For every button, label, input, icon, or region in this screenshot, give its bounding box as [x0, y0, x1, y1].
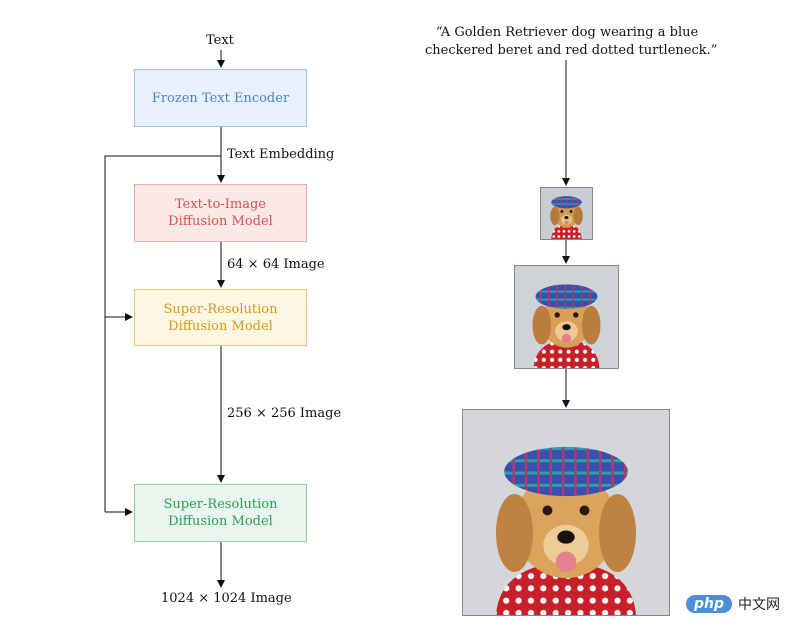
sr1-label-line1: Super-Resolution: [163, 301, 278, 317]
watermark: php 中文网: [686, 594, 780, 614]
resolution-1024-label: 1024 × 1024 Image: [161, 591, 292, 606]
frozen-text-encoder-label: Frozen Text Encoder: [151, 90, 290, 106]
super-resolution-box-2: Super-Resolution Diffusion Model: [134, 484, 307, 542]
watermark-text: 中文网: [738, 597, 781, 613]
prompt-line-2: checkered beret and red dotted turtlenec…: [425, 43, 718, 58]
sr2-label-line2: Diffusion Model: [168, 514, 273, 529]
resolution-64-label: 64 × 64 Image: [227, 257, 325, 272]
frozen-text-encoder-box: Frozen Text Encoder: [134, 69, 307, 127]
text-embedding-label: Text Embedding: [227, 147, 335, 162]
php-logo: php: [686, 595, 733, 613]
t2i-label-line1: Text-to-Image: [175, 197, 266, 212]
dog-image-1024: [462, 409, 670, 616]
text-to-image-diffusion-box: Text-to-Image Diffusion Model: [134, 184, 307, 242]
t2i-label-line2: Diffusion Model: [168, 214, 273, 229]
super-resolution-box-1: Super-Resolution Diffusion Model: [134, 289, 307, 346]
text-input-label: Text: [206, 33, 234, 48]
prompt-line-1: “A Golden Retriever dog wearing a blue: [435, 25, 699, 40]
dog-image-64: [540, 187, 593, 240]
prompt-text: “A Golden Retriever dog wearing a blue c…: [425, 24, 718, 60]
sr1-label-line2: Diffusion Model: [168, 318, 273, 334]
dog-image-256: [514, 265, 619, 369]
sr2-label-line1: Super-Resolution: [163, 497, 278, 512]
resolution-256-label: 256 × 256 Image: [227, 406, 342, 421]
